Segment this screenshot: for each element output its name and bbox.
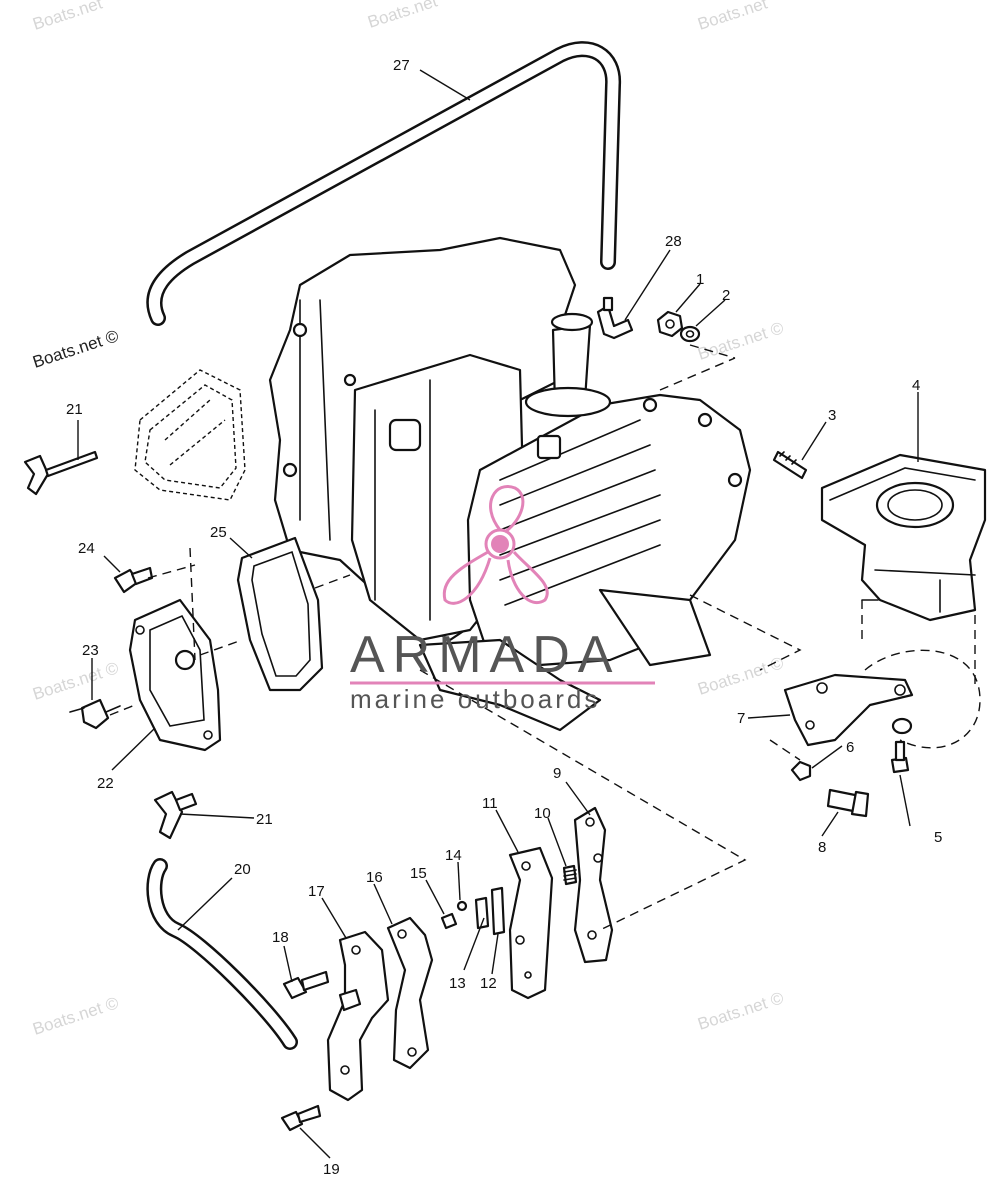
part-28-elbow-fitting [596,296,634,340]
callout-2: 2 [722,287,730,304]
watermark: Boats.net © [695,988,786,1034]
callout-14: 14 [445,847,462,864]
part-8-bolt [826,788,870,818]
callout-23: 23 [82,642,99,659]
callout-9: 9 [553,765,561,782]
part-20-hose [146,858,298,1050]
part-4-adapter-housing [820,453,987,622]
propeller-logo-icon [442,485,549,605]
callout-12: 12 [480,975,497,992]
callout-15: 15 [410,865,427,882]
part-7-bracket [783,673,914,747]
callout-3: 3 [828,407,836,424]
part-22-cover-plate [128,598,222,752]
part-15-screw [440,912,458,930]
callout-16: 16 [366,869,383,886]
callout-22: 22 [97,775,114,792]
part-9-plate [573,806,614,964]
callout-17: 17 [308,883,325,900]
callout-6: 6 [846,739,854,756]
callout-8: 8 [818,839,826,856]
watermark: Boats.net © [695,318,786,364]
part-12-link [490,886,506,936]
part-18-screw [282,970,330,1000]
watermark: Boats.net [365,0,439,32]
part-3-stud [772,450,808,480]
brand-logo: ARMADA marine outboards [350,485,655,714]
part-2-washer [679,325,701,343]
part-25-gasket [236,536,324,692]
callout-7: 7 [737,710,745,727]
part-11-plate [508,846,554,1000]
callout-13: 13 [449,975,466,992]
callout-1: 1 [696,271,704,288]
brand-tagline: marine outboards [350,684,600,714]
brand-name: ARMADA [350,626,620,684]
callout-5: 5 [934,829,942,846]
callout-18: 18 [272,929,289,946]
leader-lines [77,69,919,1159]
watermark: Boats.net [695,0,769,34]
callout-11: 11 [482,795,498,812]
part-10-spring [562,864,578,886]
callout-10: 10 [534,805,551,822]
watermark: Boats.net [30,0,104,34]
callout-21-lower: 21 [256,811,273,828]
part-24-bolt [113,566,154,594]
watermark: Boats.net © [30,326,121,372]
part-5-bolt [890,740,910,774]
part-23-valve [69,698,121,730]
callout-27: 27 [393,57,410,74]
part-14-washer [456,900,468,912]
callout-20: 20 [234,861,251,878]
part-16-plate [386,916,434,1070]
watermark: Boats.net © [30,993,121,1039]
callout-4: 4 [912,377,920,394]
part-21-fitting-upper [23,450,99,496]
callout-19: 19 [323,1161,340,1178]
assembly-lines [109,344,981,931]
part-27-hose [146,41,622,326]
part-19-screw [280,1104,322,1132]
part-6-nut [790,717,913,782]
watermark: Boats.net © [30,658,121,704]
part-17-lever [326,930,390,1102]
callout-21-upper: 21 [66,401,83,418]
part-21-elbow-lower [153,790,198,840]
part-13-link [474,896,490,930]
callout-25: 25 [210,524,227,541]
callout-24: 24 [78,540,95,557]
part-1-nut [656,310,684,338]
callouts: 27 28 1 2 3 4 21 24 25 23 22 21 20 7 6 5… [66,57,942,1178]
watermark: Boats.net © [695,653,786,699]
callout-28: 28 [665,233,682,250]
cylinder-gasket-outline [134,369,246,501]
